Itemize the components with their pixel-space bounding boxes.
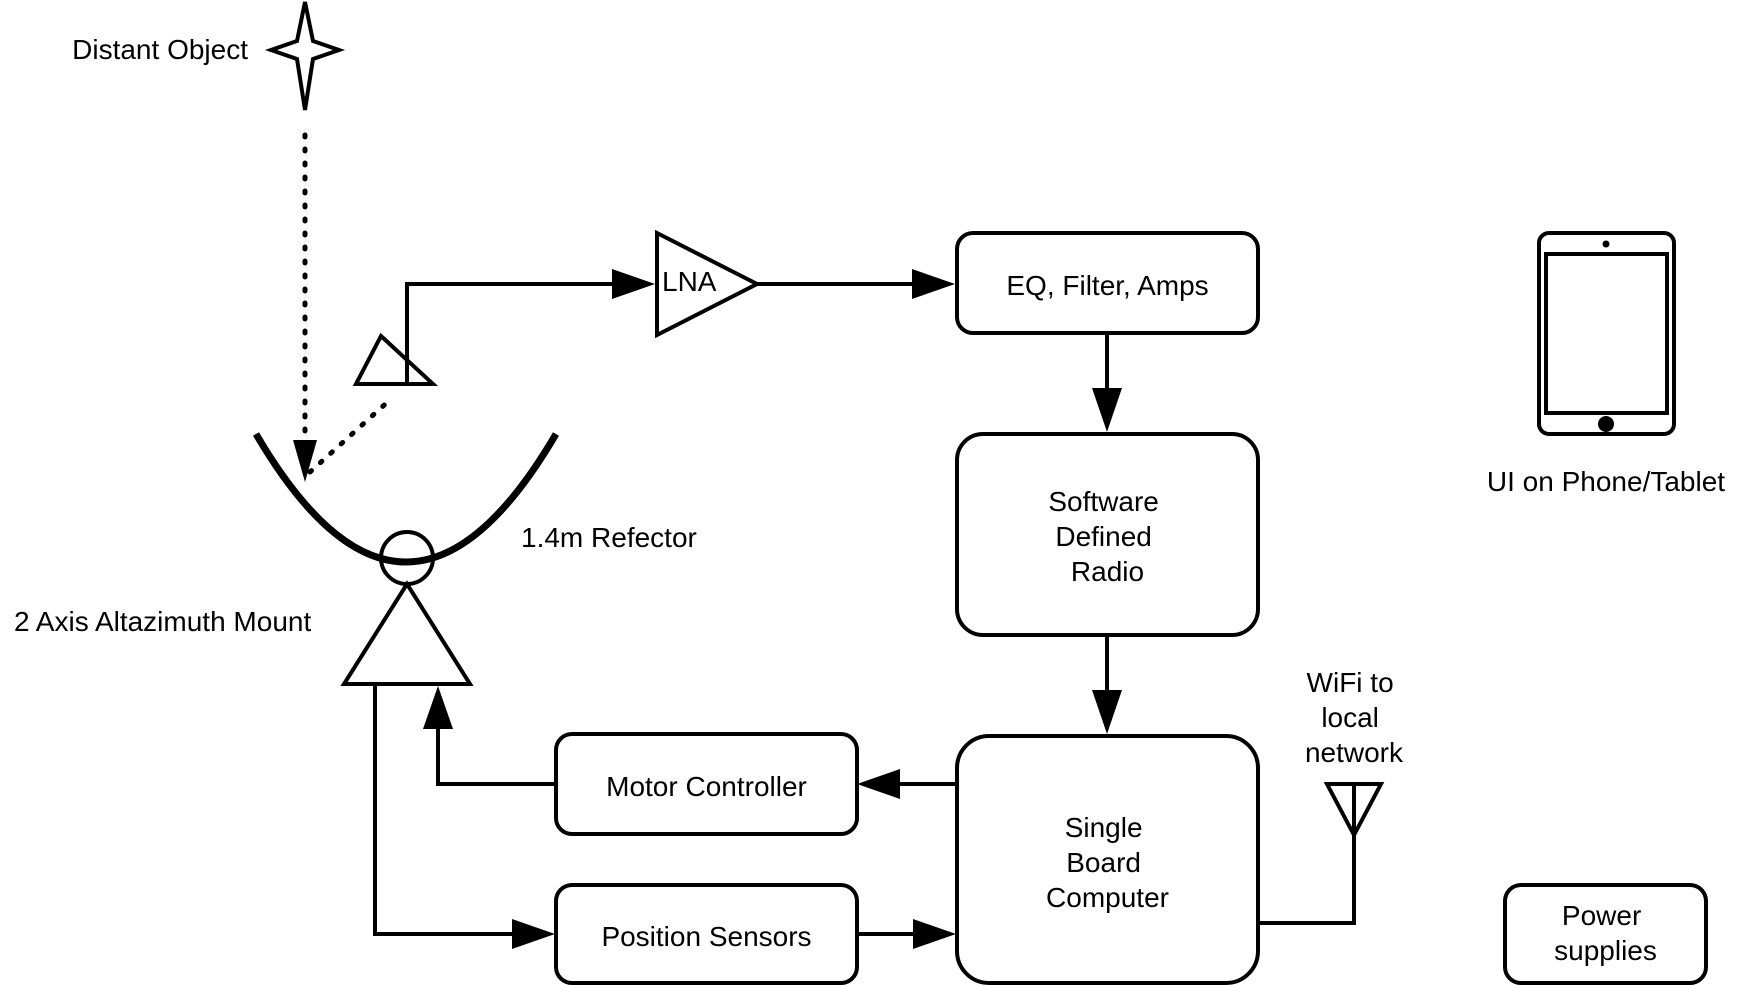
- wifi-label-line-1: WiFi to: [1307, 667, 1394, 698]
- lna-label: LNA: [662, 266, 717, 297]
- distant-object: Distant Object: [72, 1, 346, 111]
- sdr-box: Software Defined Radio: [955, 432, 1260, 637]
- sbc-label-line-1: Single: [1065, 812, 1143, 843]
- wifi-label-line-2: local: [1321, 702, 1379, 733]
- feed-to-lna-line: [405, 282, 625, 286]
- sdr-label-line-2: Defined: [1055, 521, 1152, 552]
- sdr-to-sbc-arrowhead: [1092, 690, 1122, 734]
- svg-text:Single Board Compu: Single Board Computer: [1046, 812, 1169, 913]
- sbc-to-motor-arrowhead: [857, 769, 900, 799]
- distant-object-label: Distant Object: [72, 34, 248, 65]
- star-icon: [264, 1, 346, 111]
- power-label-line-2: supplies: [1554, 935, 1657, 966]
- wifi-label-line-3: network: [1305, 737, 1404, 768]
- eq-to-sdr-arrowhead: [1092, 388, 1122, 432]
- reflected-signal-path: [307, 395, 395, 475]
- mount-icon: [340, 530, 474, 686]
- wifi-antenna-icon: [1258, 782, 1385, 925]
- position-sensors-box: Position Sensors: [554, 883, 859, 985]
- sbc-label-line-2: Board: [1066, 847, 1141, 878]
- mount-label: 2 Axis Altazimuth Mount: [14, 606, 311, 637]
- mount-to-sensors-arrowhead: [512, 919, 555, 949]
- incoming-signal-arrowhead: [293, 440, 317, 482]
- sdr-label-line-1: Software: [1048, 486, 1159, 517]
- power-supplies-box: Power supplies: [1503, 883, 1708, 985]
- feed-to-lna-arrowhead: [612, 269, 655, 299]
- tablet-icon: [1537, 231, 1676, 436]
- svg-text:WiFi to local network: WiFi to local network: [1305, 667, 1404, 768]
- motor-controller-box: Motor Controller: [554, 732, 859, 836]
- eq-filter-amps-label: EQ, Filter, Amps: [1006, 270, 1208, 301]
- power-label-line-1: Power: [1562, 900, 1641, 931]
- lna-amplifier: LNA: [655, 229, 762, 339]
- motor-to-mount-arrowhead: [423, 686, 453, 729]
- svg-text:Power supplies: Power supplies: [1554, 900, 1657, 966]
- svg-text:Software Defined R: Software Defined Radio: [1048, 486, 1166, 587]
- sbc-box: Single Board Computer: [955, 734, 1260, 985]
- sbc-label-line-3: Computer: [1046, 882, 1169, 913]
- motor-to-mount-line: [436, 712, 556, 786]
- sdr-label-line-3: Radio: [1071, 556, 1144, 587]
- mount-to-sensors-line: [373, 684, 528, 936]
- feed-antenna-icon: [352, 286, 439, 386]
- reflector-dish: [252, 432, 560, 566]
- position-sensors-label: Position Sensors: [601, 921, 811, 952]
- reflector-label: 1.4m Refector: [521, 522, 697, 553]
- ui-label: UI on Phone/Tablet: [1487, 466, 1725, 497]
- eq-filter-amps-box: EQ, Filter, Amps: [955, 231, 1260, 335]
- motor-controller-label: Motor Controller: [606, 771, 807, 802]
- sensors-to-sbc-arrowhead: [913, 919, 956, 949]
- lna-to-eq-arrowhead: [912, 269, 955, 299]
